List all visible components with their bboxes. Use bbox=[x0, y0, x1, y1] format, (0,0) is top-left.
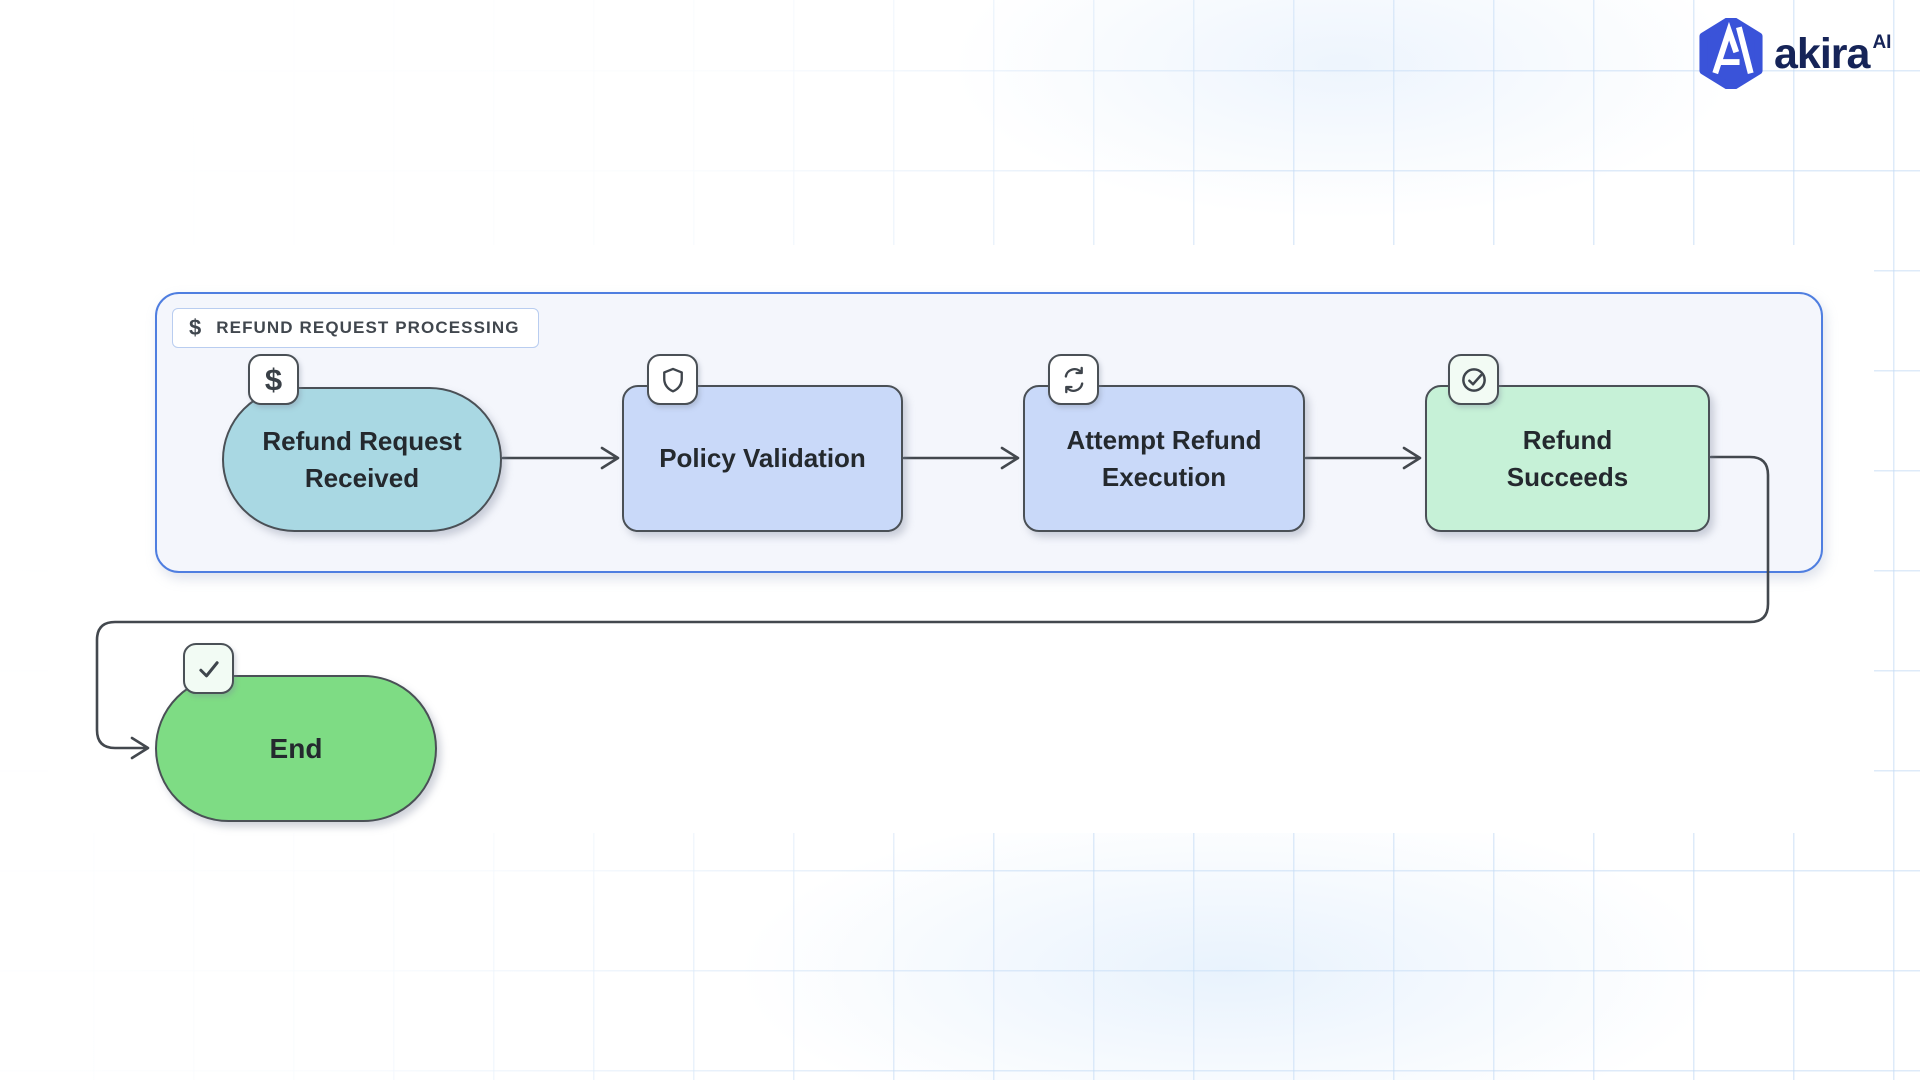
akira-hexagon-icon bbox=[1699, 18, 1763, 89]
node-label: Policy Validation bbox=[659, 443, 866, 474]
node-label: End bbox=[269, 732, 323, 764]
node-label: Attempt Refund Execution bbox=[1066, 425, 1262, 492]
check-icon bbox=[183, 643, 234, 694]
check-circle-icon bbox=[1448, 354, 1499, 405]
group-label-text: REFUND REQUEST PROCESSING bbox=[216, 318, 520, 337]
node-end[interactable]: End bbox=[155, 675, 437, 822]
node-refund-request-received[interactable]: Refund Request Received bbox=[222, 387, 502, 532]
brand-superscript: AI bbox=[1872, 31, 1892, 53]
node-refund-succeeds[interactable]: Refund Succeeds bbox=[1425, 385, 1710, 532]
shield-icon bbox=[647, 354, 698, 405]
akira-ai-logo: akira AI bbox=[1698, 18, 1891, 89]
node-label: Refund Request Received bbox=[262, 426, 462, 493]
group-label: $ REFUND REQUEST PROCESSING bbox=[172, 308, 539, 348]
dollar-icon: $ bbox=[248, 354, 299, 405]
node-label: Refund Succeeds bbox=[1506, 425, 1629, 492]
node-attempt-refund-execution[interactable]: Attempt Refund Execution bbox=[1023, 385, 1305, 532]
sync-icon bbox=[1048, 354, 1099, 405]
node-policy-validation[interactable]: Policy Validation bbox=[622, 385, 903, 532]
brand-name: akira bbox=[1774, 29, 1870, 78]
dollar-icon: $ bbox=[189, 315, 202, 340]
